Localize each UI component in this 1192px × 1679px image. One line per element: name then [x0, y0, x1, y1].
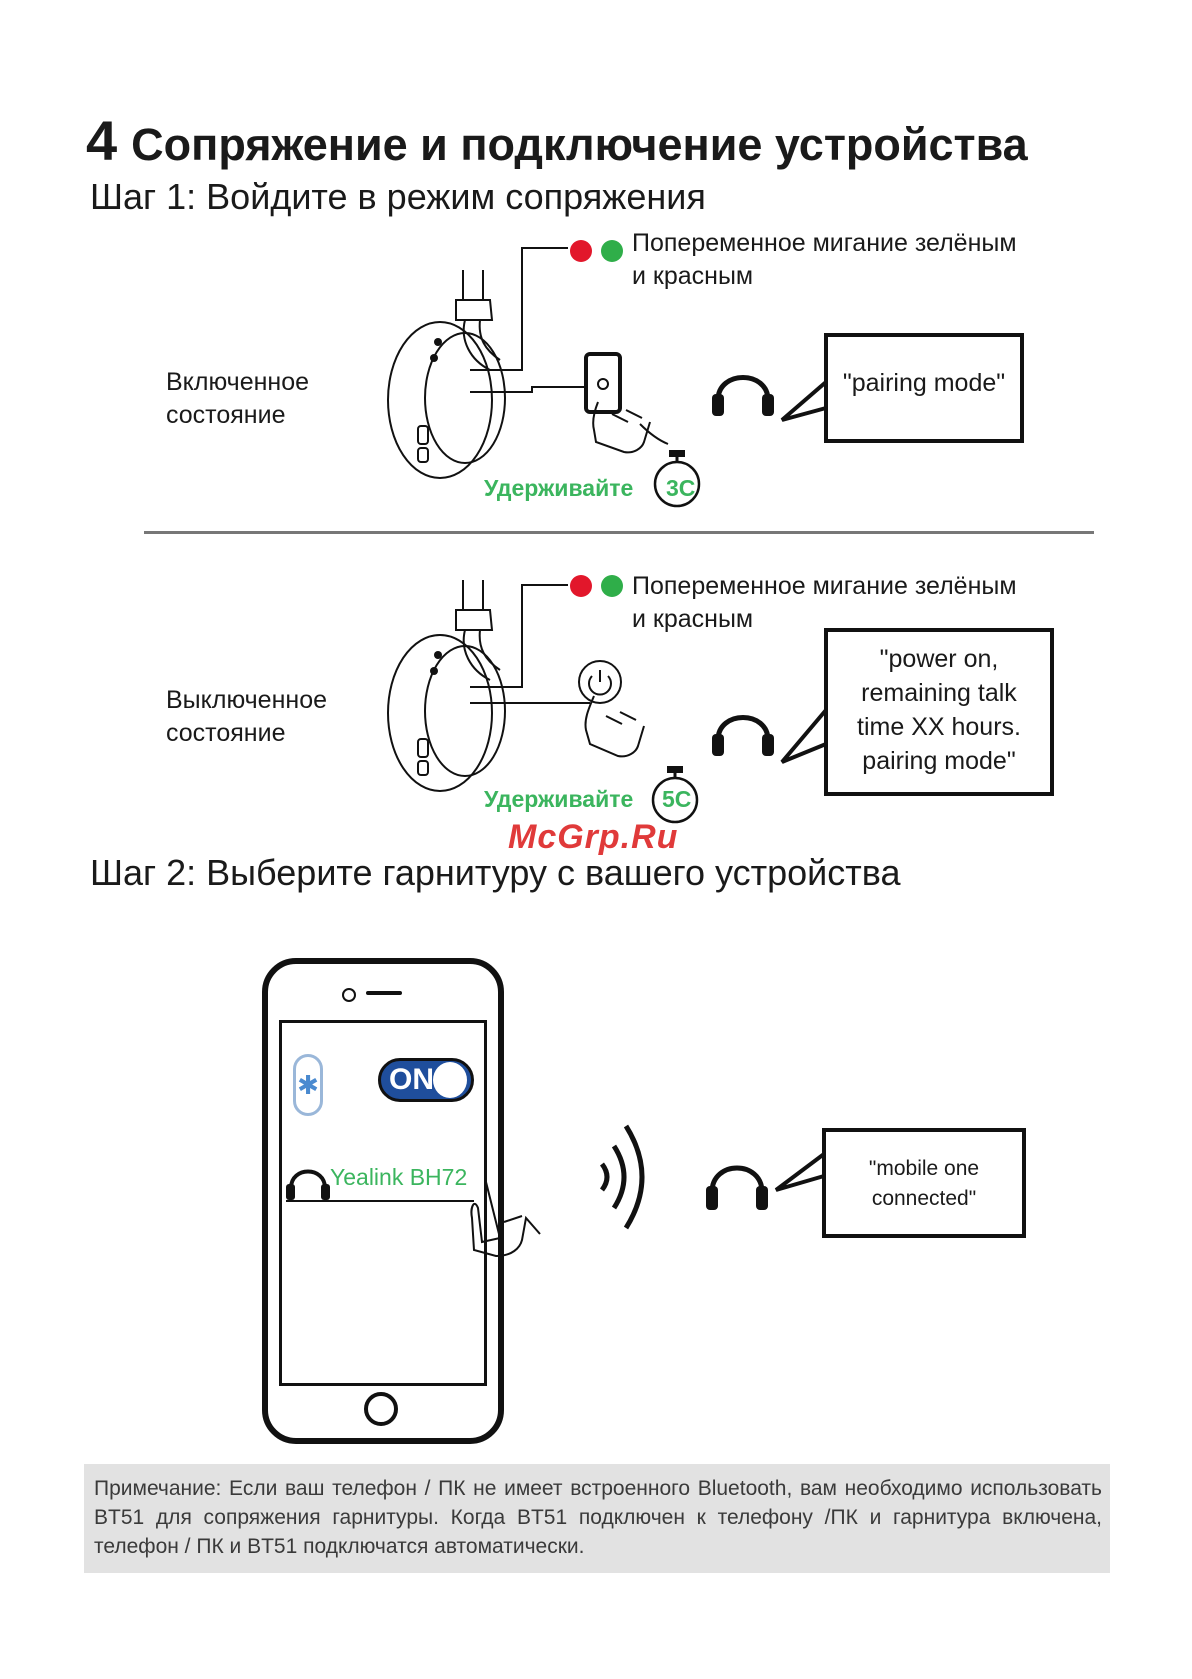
led-red-indicator	[570, 240, 592, 262]
bluetooth-icon: ✱	[293, 1054, 323, 1116]
hold-time-3s: 3С	[666, 475, 696, 501]
signal-waves-icon	[599, 1124, 645, 1230]
connector-lines-off	[470, 584, 590, 704]
list-divider	[286, 1200, 474, 1202]
on-state-label: Включенное состояние	[166, 368, 310, 429]
phone-camera	[342, 988, 356, 1002]
section-title: Сопряжение и подключение устройства	[131, 119, 1028, 170]
headphones-icon	[706, 1165, 768, 1210]
pairing-button-icon	[584, 352, 669, 454]
section-divider	[144, 531, 1094, 534]
led-description-on: Попеременное мигание зелёным и красным	[632, 229, 1017, 290]
section-heading: 4 Сопряжение и подключение устройства	[86, 108, 1028, 173]
speech-bubble-pairing: "pairing mode"	[824, 333, 1024, 443]
stopwatch-icon-5s	[651, 766, 699, 824]
phone-speaker	[366, 991, 402, 995]
headset-illustration-off	[387, 580, 506, 792]
headphones-icon	[712, 715, 774, 756]
speech-bubble-tail	[780, 380, 828, 422]
phone-screen	[279, 1020, 487, 1386]
stopwatch-icon-3s	[653, 450, 701, 508]
connector-lines-on	[470, 247, 588, 393]
off-state-label: Выключенное состояние	[166, 686, 327, 747]
watermark: McGrp.Ru	[508, 818, 679, 856]
toggle-label: ON	[389, 1063, 434, 1096]
tapping-hand-icon	[470, 1181, 541, 1258]
headset-list-icon	[286, 1169, 330, 1200]
phone-frame	[262, 958, 504, 1444]
speech-bubble-tail	[780, 708, 828, 764]
headphones-icon	[712, 375, 774, 416]
device-list-item[interactable]: Yealink BH72	[330, 1164, 468, 1190]
bluetooth-toggle[interactable]: ON	[378, 1058, 474, 1102]
hold-label-off: Удерживайте	[484, 786, 634, 812]
power-button-icon	[578, 660, 645, 758]
led-green-indicator-off	[601, 575, 623, 597]
step2-title: Шаг 2: Выберите гарнитуру с вашего устро…	[90, 852, 901, 893]
note-box: Примечание: Если ваш телефон / ПК не име…	[84, 1464, 1110, 1573]
home-button[interactable]	[364, 1392, 398, 1426]
led-description-off: Попеременное мигание зелёным и красным	[632, 572, 1017, 633]
speech-bubble-tail	[774, 1152, 826, 1192]
toggle-knob	[433, 1062, 467, 1098]
led-red-indicator-off	[570, 575, 592, 597]
hold-label-on: Удерживайте	[484, 475, 634, 501]
speech-bubble-connected: "mobile one connected"	[822, 1128, 1026, 1238]
step1-title: Шаг 1: Войдите в режим сопряжения	[90, 176, 706, 217]
hold-time-5s: 5С	[662, 786, 692, 812]
headset-illustration-on	[387, 270, 506, 479]
led-green-indicator	[601, 240, 623, 262]
speech-bubble-power-on: "power on, remaining talk time XX hours.…	[824, 628, 1054, 796]
section-number: 4	[86, 109, 118, 172]
